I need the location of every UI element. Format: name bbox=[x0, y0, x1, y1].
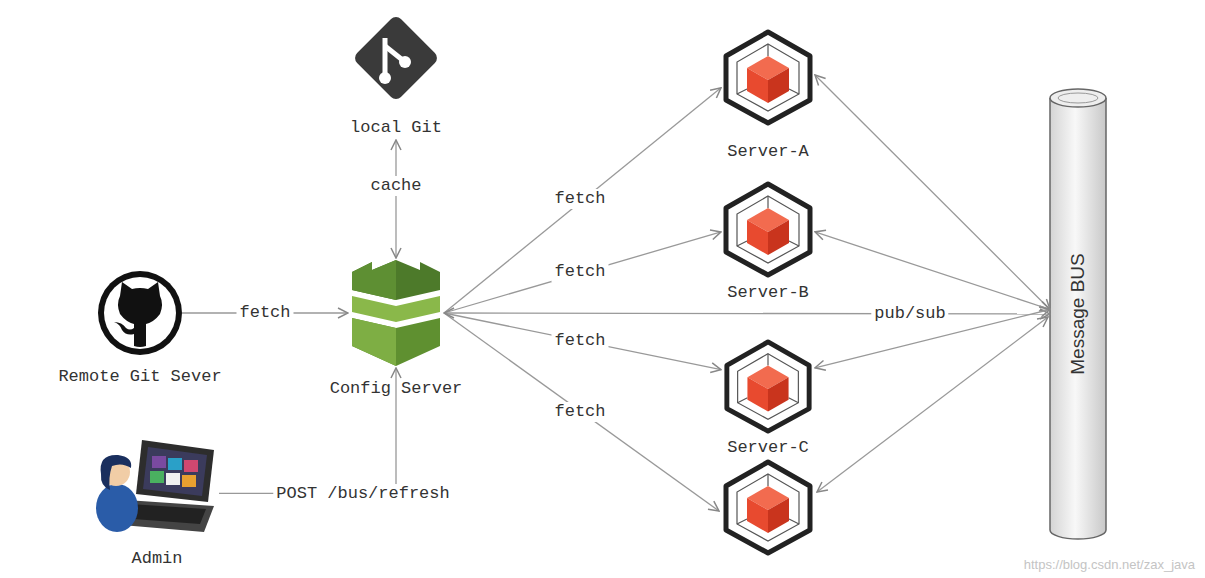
connector bbox=[815, 75, 1050, 310]
edge-label: fetch bbox=[551, 262, 608, 282]
connector bbox=[444, 88, 721, 313]
bus-line bbox=[817, 317, 1048, 492]
node-label: Admin bbox=[131, 549, 182, 569]
git-server-node: Remote Git Sever bbox=[98, 271, 182, 355]
server-icon bbox=[726, 184, 810, 275]
github-icon bbox=[98, 271, 182, 355]
connector bbox=[395, 140, 396, 258]
server-icon bbox=[726, 32, 810, 123]
edge-label: fetch bbox=[551, 189, 608, 209]
edge-label: fetch bbox=[551, 331, 608, 351]
admin-icon bbox=[96, 440, 214, 532]
bus-cylinder bbox=[1050, 89, 1106, 539]
connector bbox=[444, 313, 1050, 314]
edge-label: pub/sub bbox=[871, 304, 948, 324]
node-label: Server-C bbox=[727, 438, 809, 458]
watermark: https://blog.csdn.net/zax_java bbox=[1024, 557, 1195, 572]
message-bus-node: Message BUS bbox=[1050, 88, 1106, 540]
connector bbox=[815, 232, 1050, 310]
node-label: Server-A bbox=[727, 142, 809, 162]
connector bbox=[444, 313, 721, 370]
repo-icon-node: local Git bbox=[336, 14, 456, 140]
node-label: local Git bbox=[336, 118, 456, 138]
node-label: Remote Git Sever bbox=[58, 367, 221, 387]
edge-label: cache bbox=[367, 176, 424, 196]
server-icon bbox=[726, 462, 810, 553]
edge-label: fetch bbox=[551, 402, 608, 422]
server-node: Server-B bbox=[721, 180, 815, 278]
connector bbox=[444, 232, 721, 313]
git-icon bbox=[352, 14, 440, 102]
edge-label: POST /bus/refresh bbox=[273, 484, 452, 504]
edge-label: fetch bbox=[236, 303, 293, 323]
server-icon bbox=[727, 342, 809, 431]
node-label: Server-B bbox=[727, 283, 809, 303]
node-label: Config Server bbox=[330, 379, 463, 399]
fetch-line bbox=[444, 313, 719, 511]
config-server-node: Config Server bbox=[348, 258, 444, 368]
node-label: Message BUS bbox=[1067, 253, 1089, 374]
server-node: Server-C bbox=[721, 338, 815, 434]
admin-node: Admin bbox=[95, 432, 219, 536]
config-server-icon bbox=[352, 260, 440, 366]
server-node: Server-A bbox=[721, 28, 815, 126]
